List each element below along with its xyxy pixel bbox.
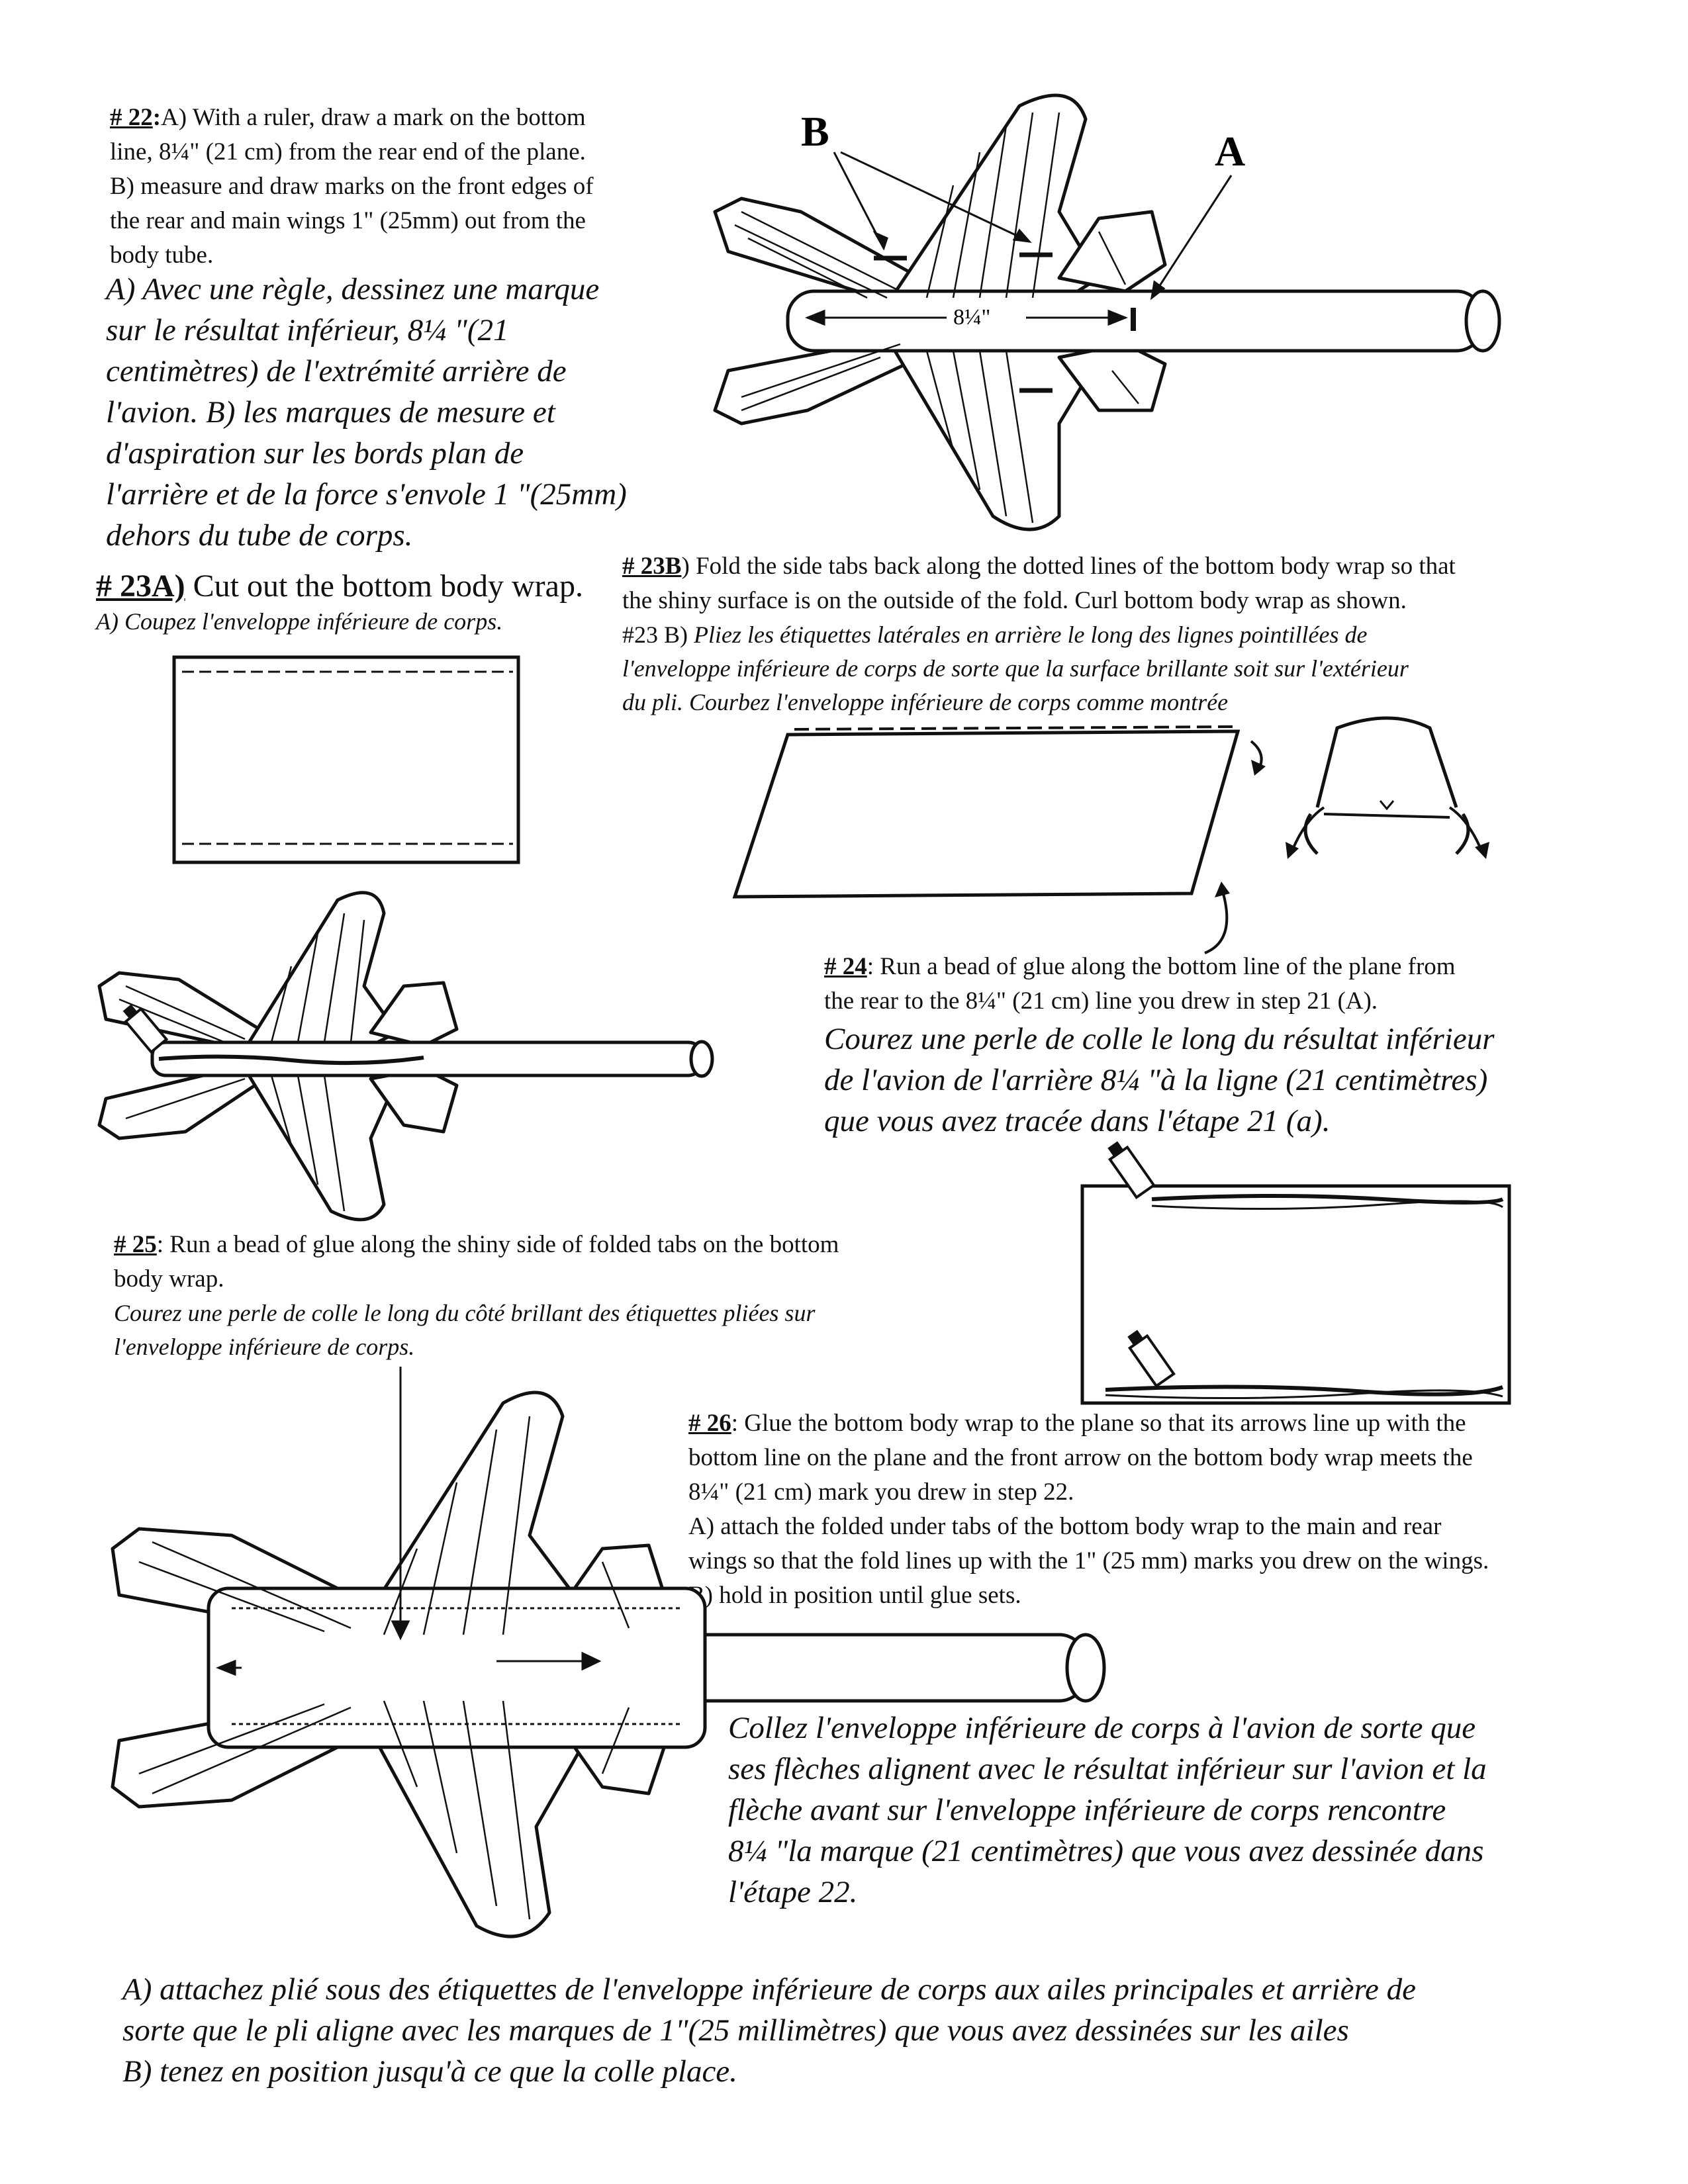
step-26-plane-illustration bbox=[111, 1367, 1106, 1938]
step-26-fr2-line: sorte que le pli aligne avec les marques… bbox=[122, 2013, 1349, 2048]
step-23b-text: # 23B) Fold the side tabs back along the… bbox=[622, 549, 1681, 719]
step-26-en-line: bottom line on the plane and the front a… bbox=[688, 1444, 1473, 1471]
step-23b-fr-line: du pli. Courbez l'enveloppe inférieure d… bbox=[622, 689, 1229, 715]
step-26-fr-line: l'étape 22. bbox=[728, 1875, 858, 1909]
step-22-en-line: line, 8¼" (21 cm) from the rear end of t… bbox=[110, 138, 586, 165]
step-25-fr-line: Courez une perle de colle le long du côt… bbox=[114, 1300, 816, 1326]
canard-top bbox=[1057, 210, 1167, 293]
step-22-fr-line: sur le résultat inférieur, 8¼ "(21 bbox=[106, 313, 509, 347]
step-25-en-line: body wrap. bbox=[114, 1265, 224, 1293]
step-22-en-line: # 22:A) With a ruler, draw a mark on the… bbox=[110, 104, 586, 131]
label-a: A bbox=[1215, 128, 1245, 175]
step-23a-text: # 23A) Cut out the bottom body wrap. A) … bbox=[96, 568, 626, 639]
step-22-plane-illustration: 8¼" B A bbox=[713, 93, 1501, 531]
step-26-en-line: 8¼" (21 cm) mark you drew in step 22. bbox=[688, 1479, 1074, 1506]
step-26-french-continued: A) attachez plié sous des étiquettes de … bbox=[122, 1969, 1671, 2092]
canard-bottom bbox=[1057, 342, 1167, 412]
step-26-text: # 26: Glue the bottom body wrap to the p… bbox=[688, 1406, 1681, 1613]
step-26-fr2-line: A) attachez plié sous des étiquettes de … bbox=[122, 1972, 1416, 2007]
step-23b-en-line: # 23B) Fold the side tabs back along the… bbox=[622, 553, 1456, 580]
step-22-fr-line: d'aspiration sur les bords plan de bbox=[106, 436, 524, 471]
step-25-en-line: # 25: Run a bead of glue along the shiny… bbox=[114, 1231, 839, 1258]
glued-body-wrap bbox=[207, 1586, 707, 1749]
step-22-fr-line: l'arrière et de la force s'envole 1 "(25… bbox=[106, 477, 627, 512]
step-26-en-line: A) attach the folded under tabs of the b… bbox=[688, 1513, 1442, 1540]
step-26-fr-line: Collez l'enveloppe inférieure de corps à… bbox=[728, 1711, 1476, 1745]
glue-bead bbox=[158, 1054, 424, 1066]
step-23b-en-line: the shiny surface is on the outside of t… bbox=[622, 587, 1407, 614]
step-number: # 22 bbox=[110, 104, 153, 131]
step-22-en-line: B) measure and draw marks on the front e… bbox=[110, 173, 594, 200]
step-24-fr-line: de l'avion de l'arrière 8¼ "à la ligne (… bbox=[824, 1063, 1488, 1097]
step-26-en-line: wings so that the fold lines up with the… bbox=[688, 1547, 1489, 1574]
step-25-wrap-glue-illustration bbox=[1080, 1141, 1511, 1405]
step-22-en-line: body tube. bbox=[110, 242, 214, 269]
step-number: # 23B bbox=[622, 553, 682, 580]
step-number: # 25 bbox=[114, 1231, 157, 1258]
step-26-fr-line: 8¼ "la marque (21 centimètres) que vous … bbox=[728, 1834, 1484, 1868]
measurement-label: 8¼" bbox=[953, 305, 990, 330]
bottom-body-wrap-flat bbox=[172, 655, 520, 864]
step-23b-fr-line: #23 B) Pliez les étiquettes latérales en… bbox=[622, 621, 1368, 648]
step-22-en-line: the rear and main wings 1" (25mm) out fr… bbox=[110, 207, 586, 234]
folded-wrap-illustration bbox=[732, 716, 1489, 954]
step-25-fr-line: l'enveloppe inférieure de corps. bbox=[114, 1334, 415, 1360]
step-24-en-line: the rear to the 8¼" (21 cm) line you dre… bbox=[824, 987, 1378, 1015]
step-number: # 26 bbox=[688, 1410, 731, 1437]
step-26-fr-line: ses flèches alignent avec le résultat in… bbox=[728, 1752, 1487, 1786]
step-26-en-line: # 26: Glue the bottom body wrap to the p… bbox=[688, 1410, 1466, 1437]
step-number: # 24 bbox=[824, 953, 867, 980]
step-23b-fr-line: l'enveloppe inférieure de corps de sorte… bbox=[622, 655, 1409, 682]
step-number: # 23A) bbox=[96, 569, 185, 604]
step-23a-en: # 23A) Cut out the bottom body wrap. bbox=[96, 569, 583, 604]
step-25-text: # 25: Run a bead of glue along the shiny… bbox=[114, 1228, 974, 1364]
step-22-fr-line: A) Avec une règle, dessinez une marque bbox=[106, 272, 600, 306]
label-b: B bbox=[801, 108, 829, 155]
step-26-fr-line: flèche avant sur l'enveloppe inférieure … bbox=[728, 1793, 1446, 1827]
step-24-fr-line: Courez une perle de colle le long du rés… bbox=[824, 1022, 1495, 1056]
glue-tube-icon bbox=[122, 1004, 169, 1054]
step-24-fr-line: que vous avez tracée dans l'étape 21 (a)… bbox=[824, 1104, 1331, 1138]
step-24-en-line: # 24: Run a bead of glue along the botto… bbox=[824, 953, 1456, 980]
step-22-fr-line: centimètres) de l'extrémité arrière de bbox=[106, 354, 567, 388]
glue-tube-icon bbox=[1127, 1330, 1176, 1388]
step-24-plane-illustration bbox=[97, 891, 714, 1222]
step-22-fr-line: l'avion. B) les marques de mesure et bbox=[106, 395, 555, 430]
step-22-french: A) Avec une règle, dessinez une marque s… bbox=[106, 269, 702, 556]
step-23a-fr: A) Coupez l'enveloppe inférieure de corp… bbox=[96, 608, 503, 635]
step-26-french: Collez l'enveloppe inférieure de corps à… bbox=[728, 1707, 1668, 1913]
step-26-en-line: B) hold in position until glue sets. bbox=[688, 1582, 1021, 1609]
step-26-fr2-line: B) tenez en position jusqu'à ce que la c… bbox=[122, 2054, 737, 2089]
step-24-text: # 24: Run a bead of glue along the botto… bbox=[824, 950, 1671, 1142]
main-wing-top bbox=[885, 93, 1101, 313]
glue-tube-icon bbox=[1107, 1141, 1156, 1199]
step-22-text: # 22:A) With a ruler, draw a mark on the… bbox=[110, 101, 692, 273]
step-22-fr-line: dehors du tube de corps. bbox=[106, 518, 413, 553]
